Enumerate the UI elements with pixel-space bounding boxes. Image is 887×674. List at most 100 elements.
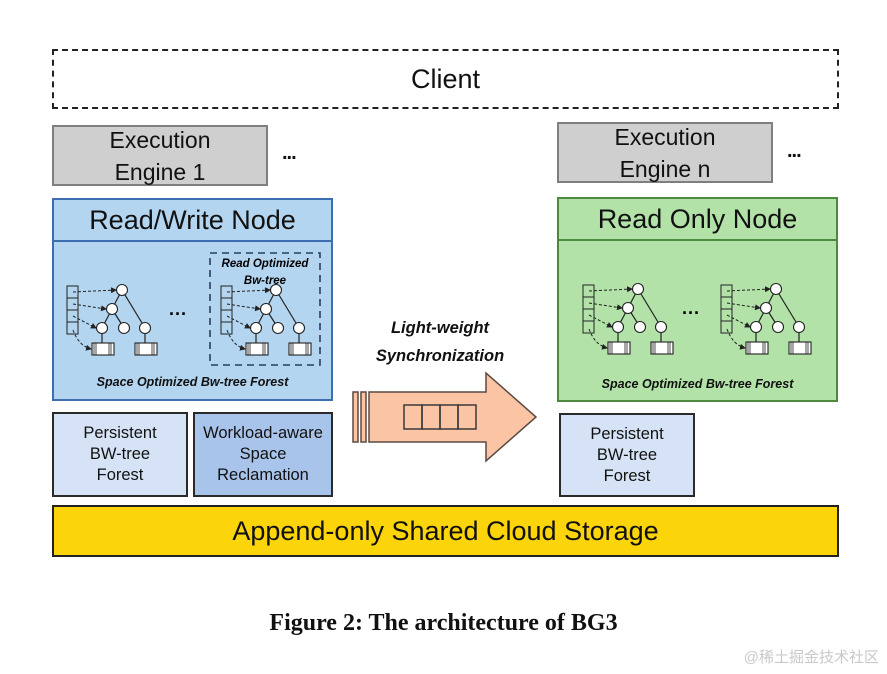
watermark: @稀土掘金技术社区 [743, 649, 879, 666]
shared-cloud-storage: Append-only Shared Cloud Storage [52, 505, 839, 557]
leaf-page [607, 341, 631, 355]
tree-node [95, 321, 109, 335]
mapping-table-cell [66, 309, 79, 323]
leaf-page [788, 341, 812, 355]
tree-node [271, 321, 285, 335]
tree-edge [637, 288, 662, 328]
tree-node [269, 283, 283, 297]
leaf-page [745, 341, 769, 355]
engine-label-line1: Execution [614, 123, 716, 150]
tree-node [117, 321, 131, 335]
read-write-node: Read/Write Node ··· Read Optimized Bw-tr… [52, 198, 333, 401]
mapping-pointer [726, 314, 751, 328]
tree-node [292, 321, 306, 335]
mapping-table-cell [720, 308, 733, 322]
bw-tree-forest-diagram: ··· [582, 282, 812, 355]
figure-caption: Figure 2: The architecture of BG3 [269, 610, 618, 636]
sync-label-line2: Synchronization [375, 347, 505, 365]
node-title: Read/Write Node [54, 200, 331, 242]
mapping-pointer [226, 329, 246, 351]
mapping-table-cell [220, 309, 233, 323]
tree-edge [275, 289, 300, 329]
mapping-table-cell [582, 308, 595, 322]
mapping-table-cell [720, 284, 733, 298]
tree-node [105, 302, 119, 316]
component-label-line: Reclamation [217, 466, 309, 484]
mapping-pointer [72, 315, 97, 329]
tree-ellipsis: ··· [682, 303, 700, 323]
tree-node [138, 321, 152, 335]
tree-node [759, 301, 773, 315]
tree-node [654, 320, 668, 334]
mapping-pointer [226, 287, 271, 294]
mapping-pointer [72, 303, 107, 312]
read-optimized-label: Bw-tree [244, 275, 287, 287]
tree-node [115, 283, 129, 297]
execution-engine-n: Execution Engine n [557, 122, 773, 183]
engine-label-line2: Engine 1 [114, 158, 206, 185]
sync-label: Light-weight Synchronization [350, 314, 530, 370]
mapping-table-cell [220, 297, 233, 311]
tree-edge [121, 289, 146, 329]
tree-node [771, 320, 785, 334]
tree-node [631, 282, 645, 296]
persistent-bwtree-forest-box: Persistent BW-tree Forest [559, 413, 695, 497]
mapping-pointer [726, 286, 771, 293]
mapping-pointer [588, 302, 623, 311]
read-optimized-label: Read Optimized [222, 258, 310, 270]
bw-tree-forest-diagram: ··· Read Optimized Bw-tree [66, 252, 321, 366]
mapping-table-cell [66, 297, 79, 311]
tree-node [749, 320, 763, 334]
leaf-page [650, 341, 674, 355]
component-label-line: Persistent [590, 424, 664, 443]
tree-ellipsis: ··· [169, 304, 187, 324]
mapping-pointer [588, 328, 608, 350]
mapping-table-cell [582, 296, 595, 310]
engine-ellipsis: ... [787, 140, 802, 162]
mapping-pointer [588, 286, 633, 293]
forest-label: Space Optimized Bw-tree Forest [96, 375, 289, 389]
tree-node [611, 320, 625, 334]
read-only-node: Read Only Node ··· Space Optimized Bw-tr… [557, 197, 838, 402]
mapping-table-cell [720, 320, 733, 334]
leaf-page [134, 342, 158, 356]
queue-slot [457, 404, 477, 430]
mapping-pointer [726, 328, 746, 350]
mapping-table-cell [582, 284, 595, 298]
storage-label: Append-only Shared Cloud Storage [232, 515, 659, 546]
tree-node [259, 302, 273, 316]
mapping-table-cell [66, 321, 79, 335]
tree-node [633, 320, 647, 334]
bw-tree-icon [582, 282, 674, 355]
mapping-table-cell [220, 285, 233, 299]
mapping-table-cell [220, 321, 233, 335]
engine-ellipsis: ... [282, 142, 297, 164]
forest-label: Space Optimized Bw-tree Forest [601, 377, 794, 391]
mapping-table-cell [582, 320, 595, 334]
component-label-line: Forest [96, 466, 144, 484]
component-label-line: Forest [603, 466, 651, 485]
mapping-pointer [726, 302, 761, 311]
leaf-page [245, 342, 269, 356]
tree-node [769, 282, 783, 296]
arrow-tail-stripe [352, 391, 359, 443]
space-reclamation-box: Workload-aware Space Reclamation [193, 412, 333, 497]
execution-engine-1: Execution Engine 1 [52, 125, 268, 186]
component-label-line: Space [239, 445, 287, 463]
persistent-bwtree-forest-box: Persistent BW-tree Forest [52, 412, 188, 497]
mapping-pointer [226, 303, 261, 312]
leaf-page [91, 342, 115, 356]
mapping-table-cell [66, 285, 79, 299]
mapping-pointer [72, 329, 92, 351]
read-optimized-box [209, 252, 321, 366]
component-label-line: Persistent [83, 424, 157, 442]
client-box: Client [52, 49, 839, 109]
bw-tree-icon [220, 283, 312, 356]
arrow-body [368, 371, 538, 463]
tree-node [249, 321, 263, 335]
mapping-table-cell [720, 296, 733, 310]
arrow-tail-stripe [360, 391, 367, 443]
mapping-pointer [588, 314, 613, 328]
sync-label-line1: Light-weight [390, 319, 490, 337]
component-label-line: Workload-aware [203, 424, 323, 442]
